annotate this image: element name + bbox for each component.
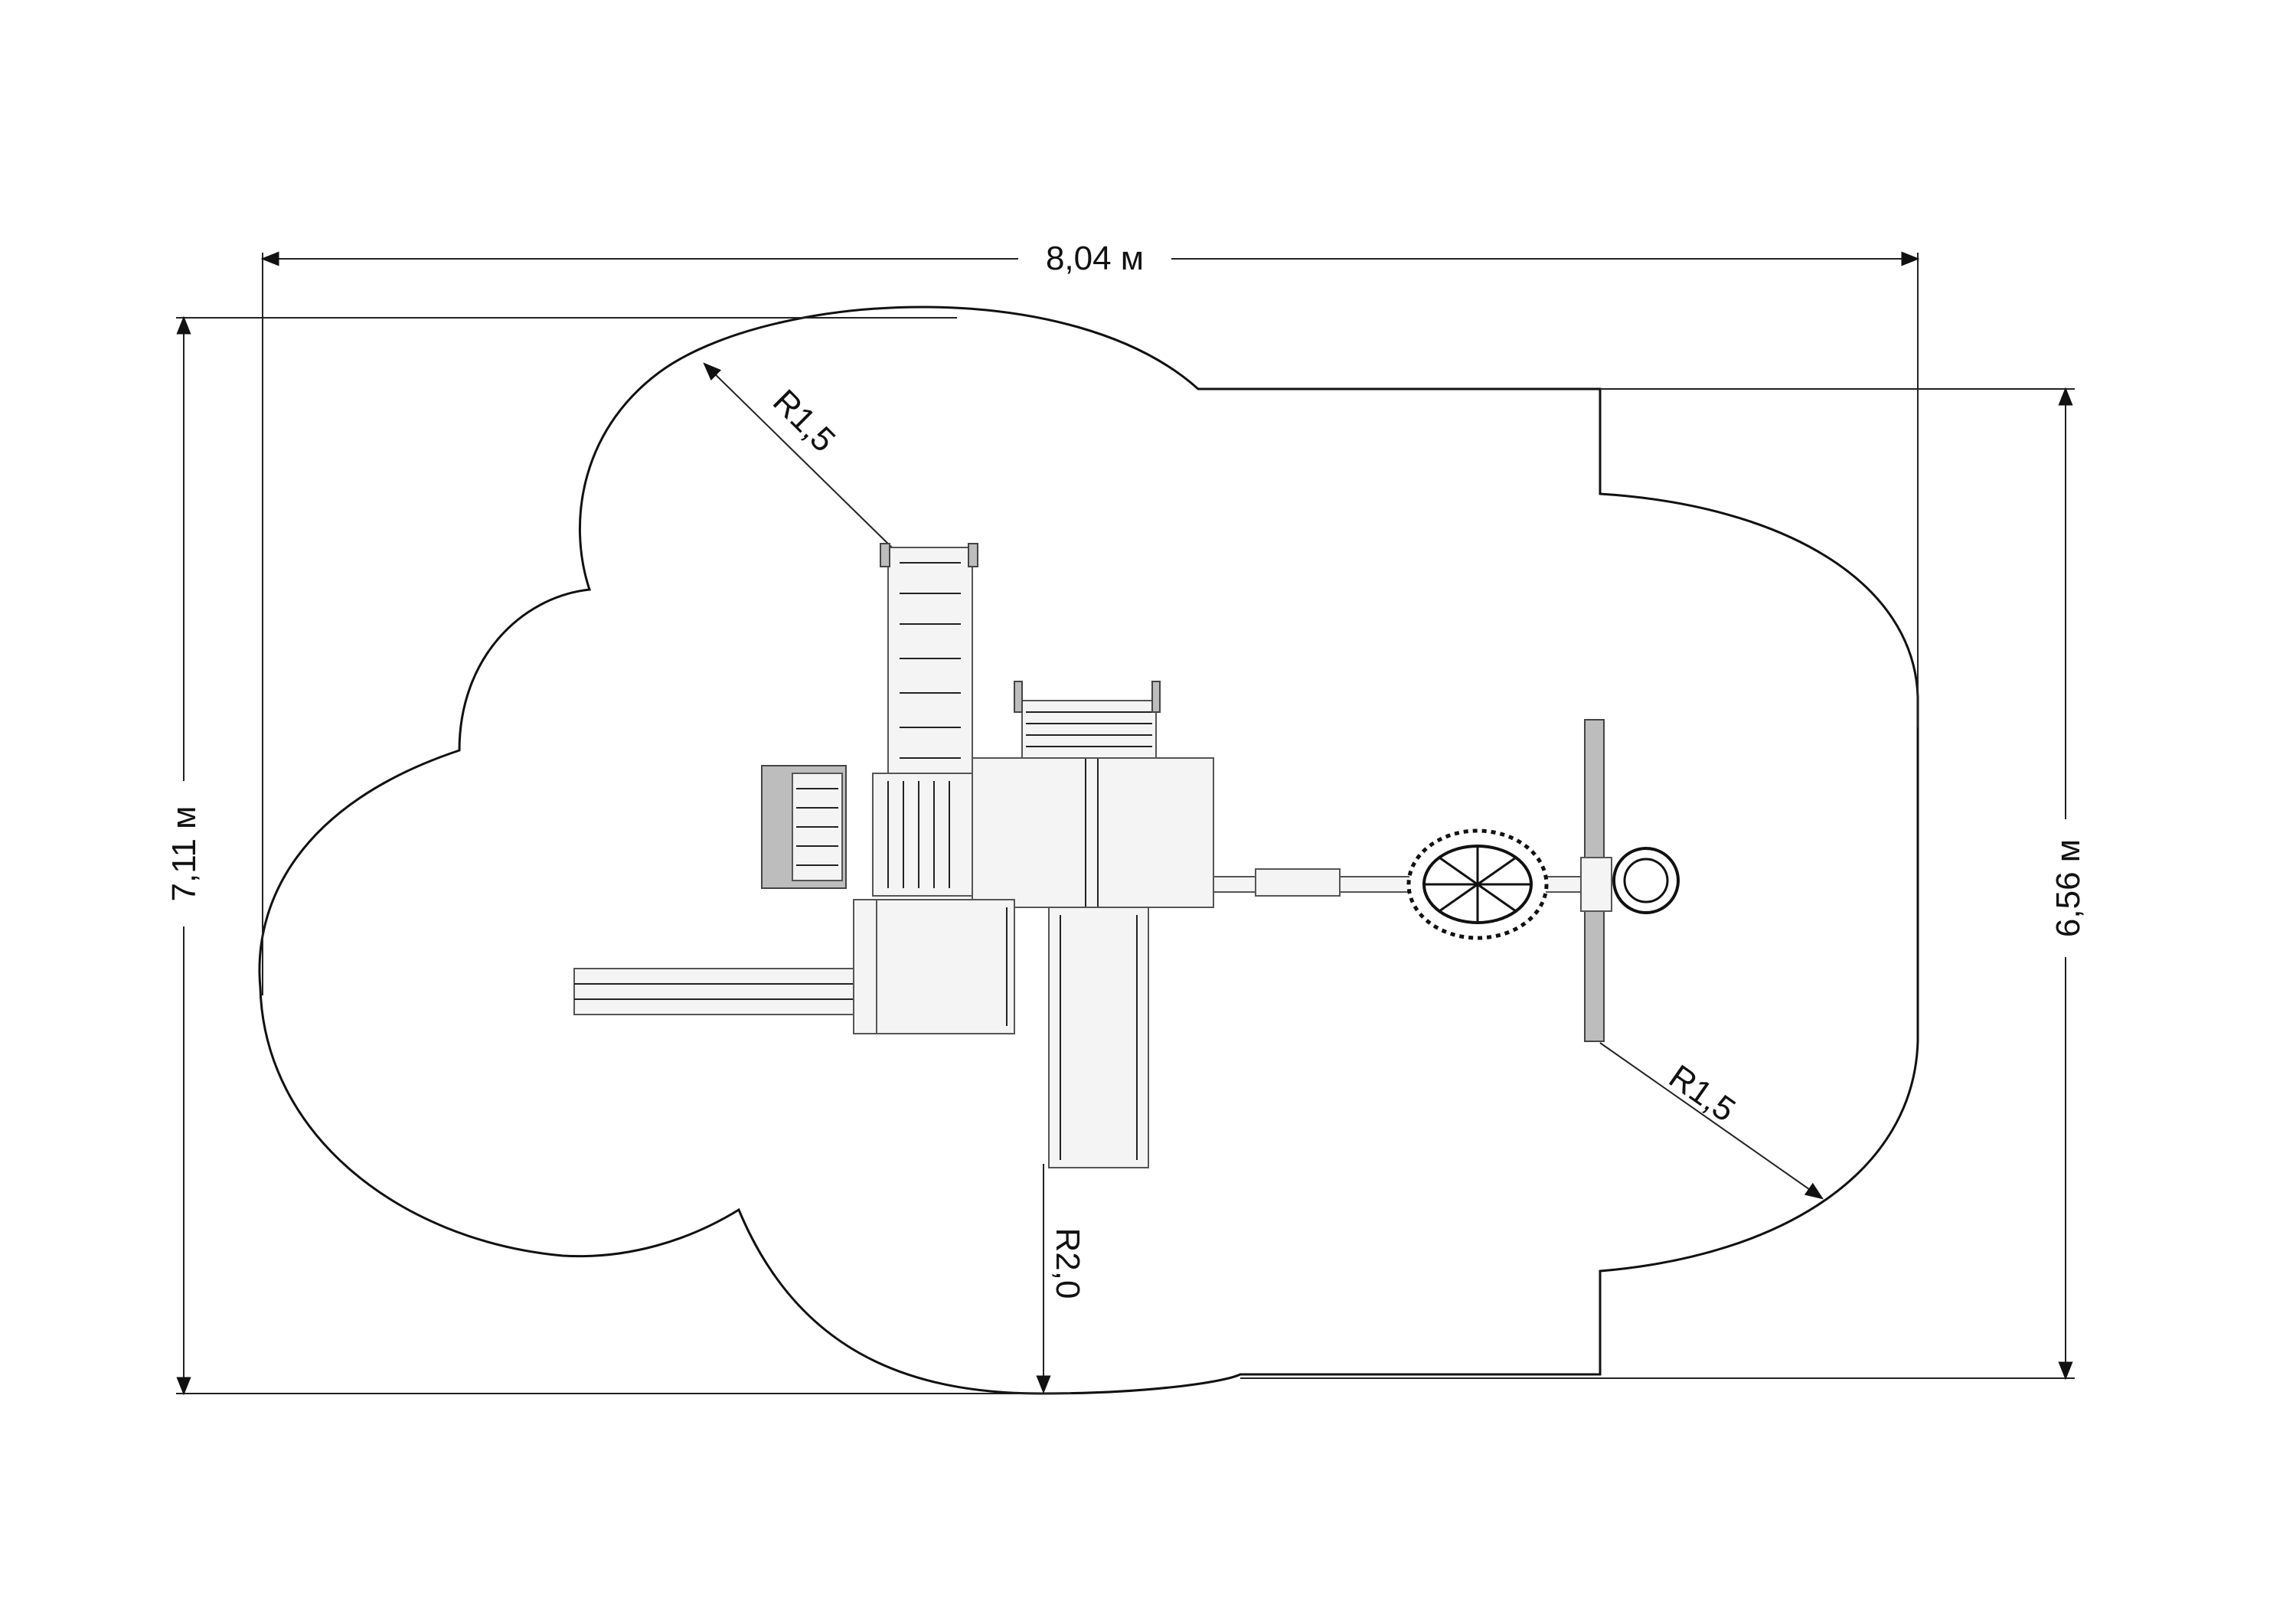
radius-bottom-center-label: R2,0 xyxy=(1049,1228,1086,1299)
play-equipment xyxy=(573,543,1680,1168)
climbing-wall xyxy=(761,765,847,889)
climbing-ladder xyxy=(880,543,978,778)
width-dimension-label: 8,04 м xyxy=(1046,240,1144,277)
safety-zone-outline xyxy=(258,306,1919,1395)
balance-beam xyxy=(573,899,877,1034)
left-depth-dimension-label: 7,11 м xyxy=(165,806,203,902)
slide xyxy=(1048,907,1149,1168)
right-depth-dimension-label: 6,56 м xyxy=(2049,839,2087,937)
radius-top-left-line xyxy=(703,362,893,548)
small-deck xyxy=(872,773,973,897)
nest-swing xyxy=(1406,828,1549,940)
radius-top-left-label: R1,5 xyxy=(766,383,842,459)
basketball-hoop xyxy=(1580,719,1680,1042)
radius-bottom-right-line xyxy=(1599,1042,1824,1200)
radius-bottom-right-label: R1,5 xyxy=(1662,1057,1742,1129)
connector-frame xyxy=(876,899,1015,1034)
main-tower-roof xyxy=(972,757,1214,908)
tower-railing xyxy=(1014,681,1161,759)
